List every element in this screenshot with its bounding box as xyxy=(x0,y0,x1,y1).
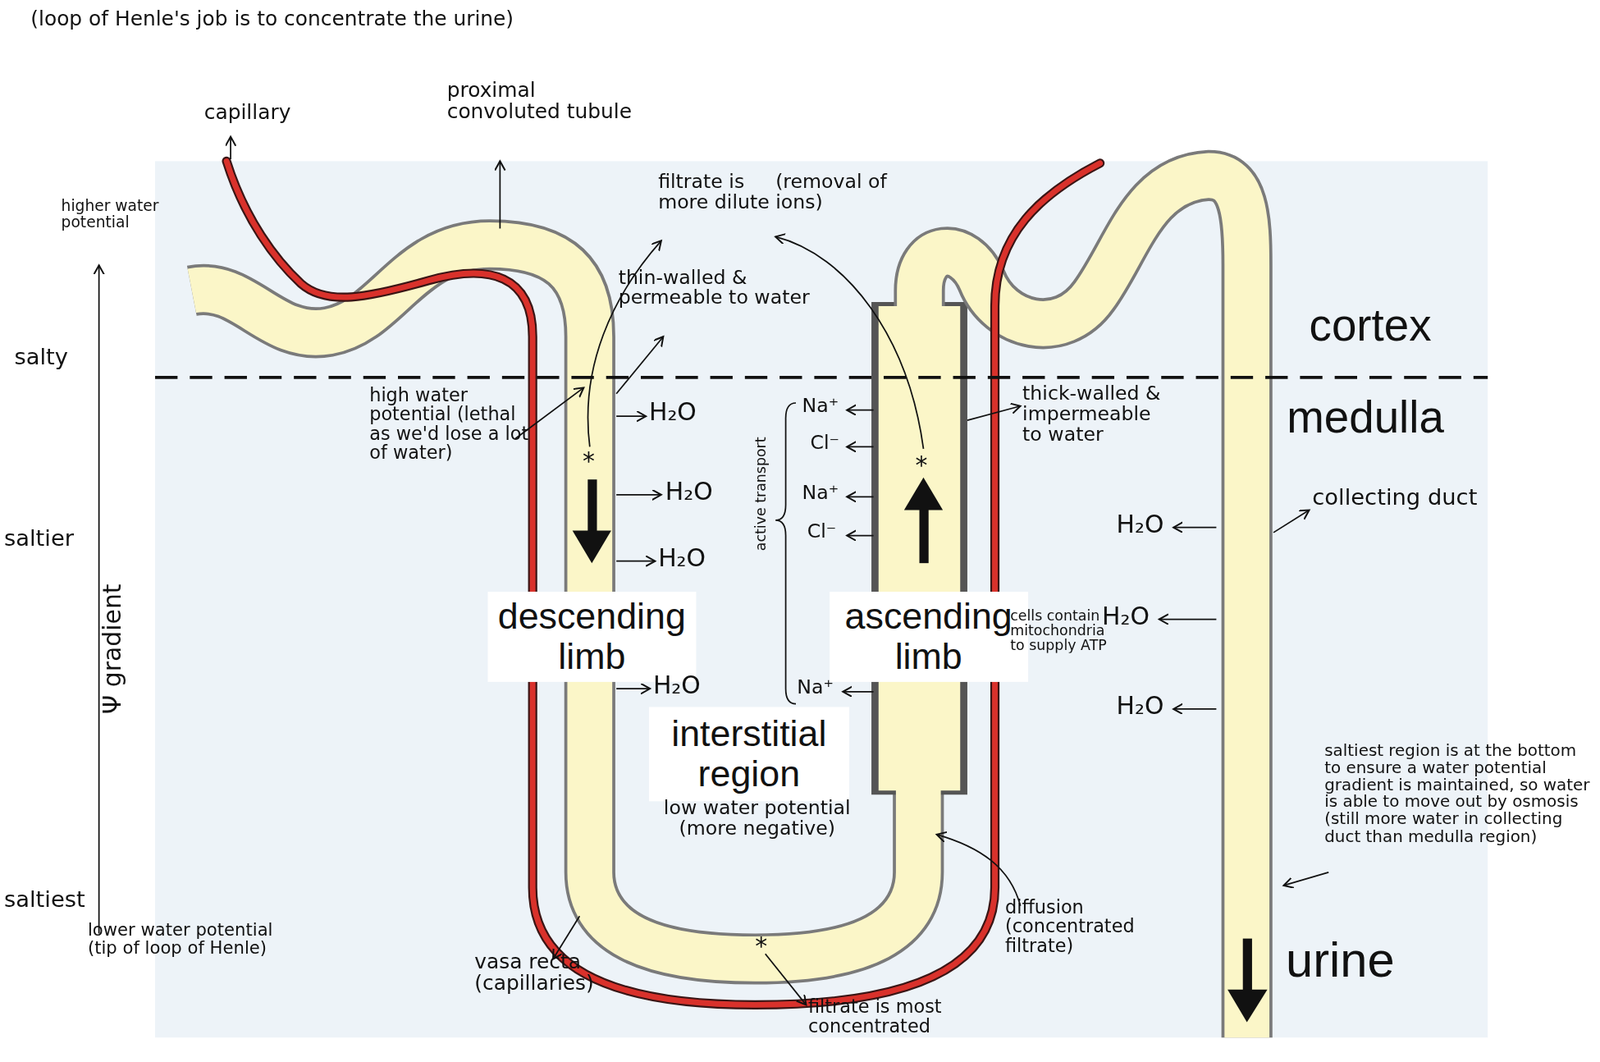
leader-line xyxy=(967,406,1021,421)
gradient-note: saltiest region is at the bottom to ensu… xyxy=(1324,742,1594,846)
region-label: medulla xyxy=(1286,393,1445,441)
water-label: H₂O xyxy=(665,479,714,505)
wall-note: thin-walled & permeable to water xyxy=(618,267,833,309)
water-label: H₂O xyxy=(1116,693,1165,719)
wall-note: thick-walled & impermeable to water xyxy=(1022,383,1171,444)
ion-movement-arrow xyxy=(846,446,874,448)
region-label: cortex xyxy=(1309,301,1432,349)
cell-note: cells contain mitochondria to supply ATP xyxy=(1010,608,1108,654)
limb-label-box: interstitial region xyxy=(649,706,850,800)
salt-level: saltier xyxy=(4,525,74,550)
axis-label: Ψ gradient xyxy=(100,583,126,714)
water-label: H₂O xyxy=(1101,603,1150,630)
flow-arrow-head xyxy=(572,530,612,563)
blood-capillary xyxy=(226,160,1101,1005)
flow-arrows xyxy=(572,477,1268,1023)
ion-label: Na⁺ xyxy=(801,395,839,416)
leader-line xyxy=(229,137,232,160)
leader-line xyxy=(1273,510,1310,533)
part-label: collecting duct xyxy=(1312,485,1477,510)
node-text: interstitial region xyxy=(649,713,850,794)
leader-line xyxy=(616,336,663,394)
thick-limb-outline xyxy=(871,301,968,795)
region-note: low water potential (more negative) xyxy=(635,797,880,839)
filtrate-note: (removal of ions) xyxy=(775,171,890,213)
salt-level: salty xyxy=(13,344,69,369)
water-movement-arrow xyxy=(1173,708,1216,710)
water-movement-arrow xyxy=(616,415,646,417)
ion-movement-arrow xyxy=(846,409,874,412)
gradient-note: lower water potential (tip of loop of He… xyxy=(87,920,307,957)
asterisk-mark: * xyxy=(915,452,928,479)
water-movement-arrow xyxy=(616,687,650,690)
ion-label: Cl⁻ xyxy=(807,521,837,542)
flow-arrow-shaft xyxy=(919,507,929,563)
ion-movement-arrow xyxy=(846,534,874,537)
node-text: ascending limb xyxy=(829,595,1028,677)
leader-line xyxy=(1283,872,1329,886)
part-label: proximal convoluted tubule xyxy=(447,79,652,123)
filtrate-note: filtrate is most concentrated xyxy=(808,997,1013,1037)
gradient-note: higher water potential xyxy=(61,198,189,231)
node-text: descending limb xyxy=(487,595,696,677)
asterisk-mark: * xyxy=(582,448,595,475)
salt-level: saltiest xyxy=(4,886,86,911)
ion-label: Na⁺ xyxy=(801,482,839,503)
nephron-tubule xyxy=(192,175,1248,1038)
leader-line xyxy=(775,236,924,449)
tubule-lumen xyxy=(192,244,919,959)
asterisk-mark: * xyxy=(754,934,768,960)
process-note: diffusion (concentrated filtrate) xyxy=(1005,897,1179,956)
tissue-background xyxy=(155,160,1488,1038)
leader-line xyxy=(499,160,502,229)
leader-lines xyxy=(99,137,1330,1006)
part-label: capillary xyxy=(204,101,292,124)
water-movement-arrow xyxy=(1159,618,1217,621)
flow-arrow-head xyxy=(1227,989,1268,1023)
ion-movement-arrow xyxy=(842,690,874,693)
water-label: H₂O xyxy=(658,545,706,572)
limb-label-box: ascending limb xyxy=(829,591,1028,682)
flow-arrow-head xyxy=(904,477,943,511)
filtrate-note: filtrate is more dilute xyxy=(658,171,773,213)
water-label: H₂O xyxy=(653,672,701,699)
water-movement-arrow xyxy=(616,493,662,496)
limb-label-box: descending limb xyxy=(487,591,696,682)
water-label: H₂O xyxy=(1116,512,1165,538)
flow-arrow-shaft xyxy=(1243,938,1253,992)
part-label: vasa recta (capillaries) xyxy=(474,950,628,994)
capillary-vessel xyxy=(226,160,1101,1005)
ion-label: Na⁺ xyxy=(796,676,834,698)
tubule-outline xyxy=(192,244,919,959)
water-label: H₂O xyxy=(649,399,697,426)
cortex-medulla-boundary xyxy=(155,375,1488,380)
water-movement-arrow xyxy=(1173,526,1216,529)
output-label: urine xyxy=(1285,934,1395,987)
leader-line xyxy=(765,953,807,1005)
flow-arrow-shaft xyxy=(587,479,597,533)
water-potential-note: high water potential (lethal as we'd los… xyxy=(369,385,538,463)
leader-line xyxy=(937,834,1021,906)
ion-movement-arrow xyxy=(846,495,874,498)
title-note: (loop of Henle's job is to concentrate t… xyxy=(30,8,514,30)
water-movement-arrow xyxy=(616,560,655,563)
ion-label: Cl⁻ xyxy=(809,432,840,453)
process-label: active transport xyxy=(753,436,768,551)
capillary-outline xyxy=(226,160,1101,1005)
curly-brace xyxy=(775,402,796,704)
